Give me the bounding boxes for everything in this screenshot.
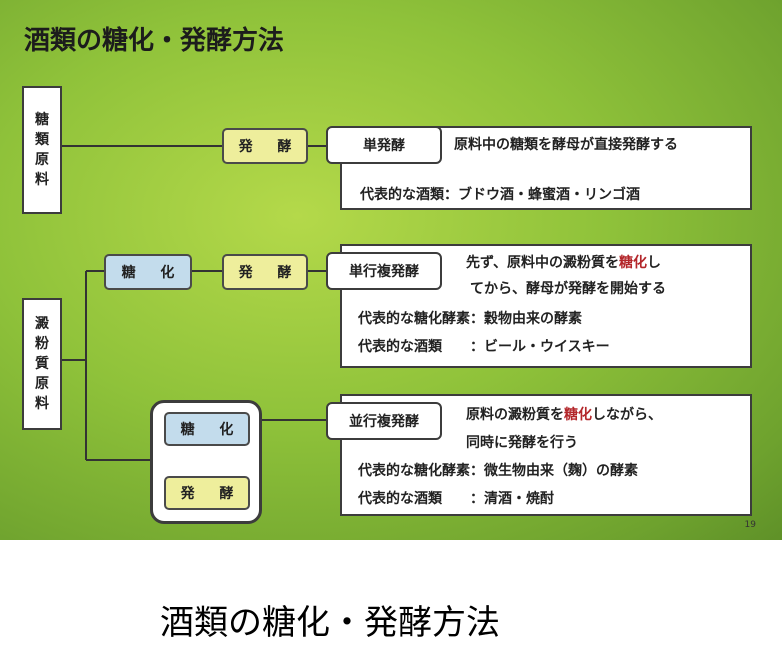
single-fermentation-panel: [340, 126, 752, 210]
parallel-fermentation-tag: 並行複発酵: [326, 402, 442, 440]
starch-material-label: 澱 粉 質 原 料: [22, 298, 62, 430]
sugar-material-label: 糖 類 原 料: [22, 86, 62, 214]
slide: 酒類の糖化・発酵方法 糖 類 原 料 澱 粉 質 原 料 発 酵 単発酵 原料中…: [0, 0, 782, 540]
multiple-fermentation-tag: 単行複発酵: [326, 252, 442, 290]
multiple-fermentation-enzyme: 代表的な糖化酵素：穀物由来の酵素: [358, 311, 582, 327]
ferment-box-single: 発 酵: [222, 128, 308, 164]
parallel-ferment-box: 発 酵: [164, 476, 250, 510]
multiple-fermentation-examples: 代表的な酒類 ：ビール・ウイスキー: [358, 339, 610, 355]
multiple-fermentation-desc-line1: 先ず、原料中の澱粉質を糖化し: [466, 255, 662, 271]
page-number: 19: [744, 520, 756, 530]
saccharify-box: 糖 化: [104, 254, 192, 290]
parallel-saccharify-box: 糖 化: [164, 412, 250, 446]
single-fermentation-tag: 単発酵: [326, 126, 442, 164]
slide-title: 酒類の糖化・発酵方法: [24, 26, 285, 56]
ferment-box-multiple: 発 酵: [222, 254, 308, 290]
parallel-fermentation-desc-line1: 原料の澱粉質を糖化しながら、: [466, 407, 662, 423]
parallel-fermentation-desc-line2: 同時に発酵を行う: [466, 435, 578, 451]
multiple-fermentation-desc-line2: てから、酵母が発酵を開始する: [470, 281, 666, 297]
parallel-fermentation-enzyme: 代表的な糖化酵素：微生物由来（麹）の酵素: [358, 463, 638, 479]
single-fermentation-examples: 代表的な酒類：ブドウ酒・蜂蜜酒・リンゴ酒: [360, 187, 640, 203]
single-fermentation-desc: 原料中の糖類を酵母が直接発酵する: [454, 137, 678, 153]
parallel-fermentation-examples: 代表的な酒類 ：清酒・焼酎: [358, 491, 554, 507]
caption: 酒類の糖化・発酵方法: [160, 603, 500, 643]
